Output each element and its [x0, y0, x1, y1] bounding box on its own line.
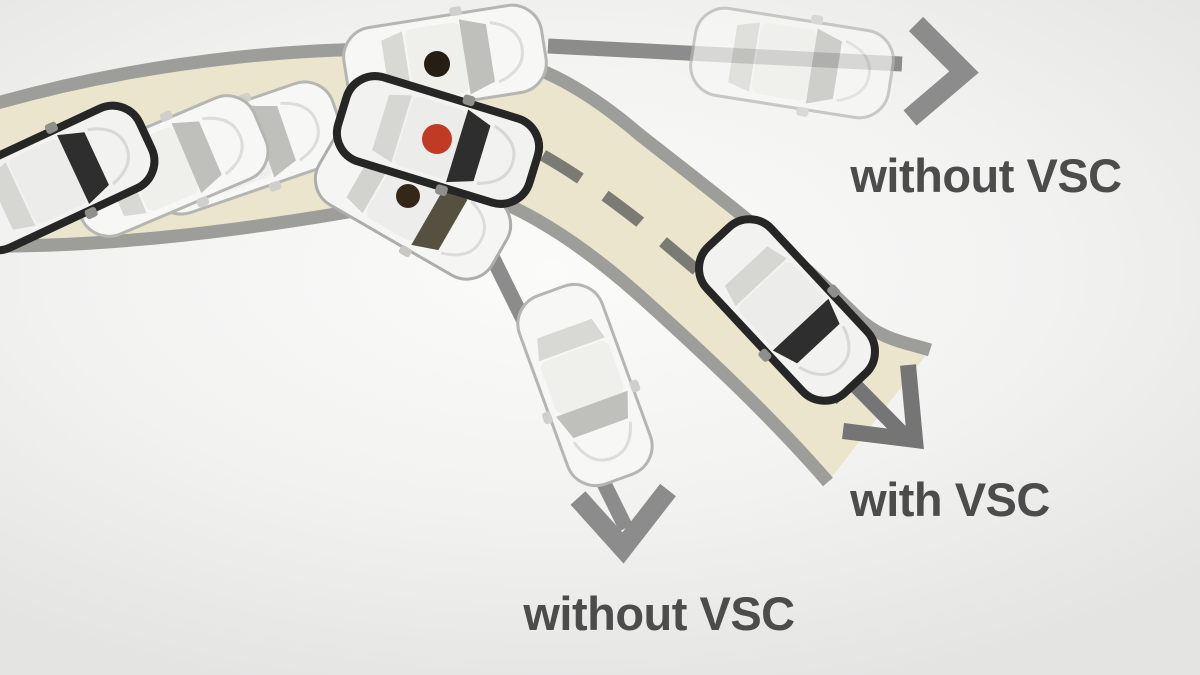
black-dot-marker [424, 51, 450, 77]
arrow-head-icon [570, 483, 676, 564]
label-without-vsc-top: without VSC [849, 149, 1121, 202]
road-outer-border [0, 183, 833, 487]
arrow-head-icon [903, 16, 979, 126]
red-dot-marker [422, 124, 452, 154]
label-with-vsc: with VSC [849, 473, 1050, 526]
arrow-head-icon [842, 364, 924, 450]
car-spun-out [501, 272, 669, 498]
dark-dot-marker [396, 184, 420, 208]
label-without-vsc-bottom: without VSC [522, 587, 794, 640]
car-off-road-straight [683, 0, 901, 131]
